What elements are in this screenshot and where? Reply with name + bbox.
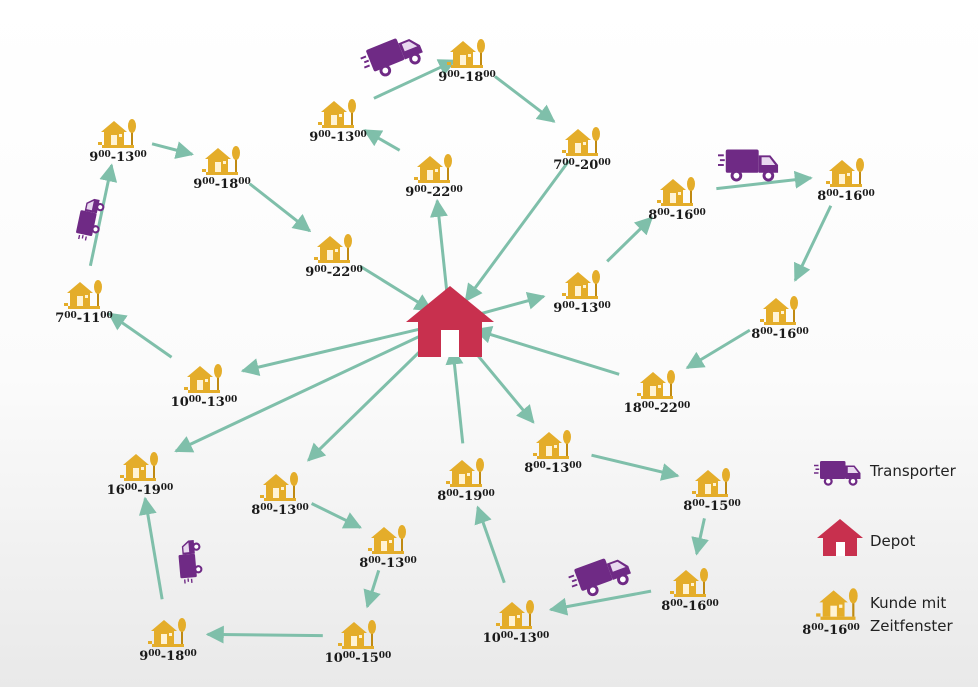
route-arrow-c4-c2 (363, 129, 401, 152)
customer-house-icon (760, 296, 798, 325)
transporter-truck-icon-2 (718, 149, 779, 182)
customer-house-icon (184, 364, 222, 393)
customer-house-icon (414, 154, 452, 183)
route-arrow-c16-c17 (691, 518, 709, 556)
legend-icons (814, 461, 863, 620)
customer-house-icon (637, 370, 675, 399)
time-window-label-c18: 1000-1300 (482, 631, 550, 646)
route-arrow-depot-c21 (307, 339, 433, 462)
customer-house-icon (368, 525, 406, 554)
route-arrow-c6-c7 (248, 182, 312, 233)
customer-house-icon (562, 127, 600, 156)
customer-house-icon (120, 452, 158, 481)
customer-house-icon (64, 280, 102, 309)
route-arrow-c3-depot (464, 159, 571, 303)
route-arrow-c18-c19 (474, 505, 506, 584)
time-window-label-c11: 800-1600 (817, 189, 875, 204)
customer-house-icon (826, 158, 864, 187)
time-window-label-c1: 900-1800 (438, 70, 496, 85)
customer-house-icon (447, 39, 485, 68)
time-window-label-c8: 700-1100 (55, 311, 113, 326)
route-arrow-c7-depot (359, 264, 433, 312)
customer-house-icon (446, 458, 484, 487)
legend-truck-icon (814, 461, 861, 486)
time-window-label-c12: 900-1300 (553, 301, 611, 316)
legend-transporter-label: Transporter (870, 462, 956, 480)
route-arrow-c8-c5 (88, 163, 118, 267)
route-arrow-c19-depot (445, 346, 465, 444)
route-arrow-c5-c6 (151, 141, 194, 159)
transporter-truck-icon-5 (566, 551, 634, 603)
route-arrow-c12-c10 (606, 216, 654, 263)
time-window-label-c2: 900-1300 (309, 130, 367, 145)
customer-house-icon (533, 430, 571, 459)
customer-house-icon (98, 119, 136, 148)
time-window-label-c20: 1600-1900 (106, 483, 174, 498)
customer-house-icon (670, 568, 708, 597)
time-window-label-c22: 800-1300 (359, 556, 417, 571)
legend-house-icon (816, 588, 858, 620)
time-window-label-c4: 900-2200 (405, 185, 463, 200)
route-arrow-c15-c16 (591, 453, 680, 481)
time-window-label-c5: 900-1300 (89, 150, 147, 165)
legend-customer-label-line1: Kunde mit (870, 594, 947, 612)
legend-depot-label: Depot (870, 532, 916, 550)
time-window-label-c23: 1000-1500 (324, 651, 392, 666)
route-arrow-c22-c23 (363, 569, 381, 609)
customer-house-icon (496, 600, 534, 629)
customer-house-icon (657, 177, 695, 206)
time-window-label-c19: 800-1900 (437, 489, 495, 504)
route-arrow-c10-c11 (716, 170, 813, 191)
time-window-label-c15: 800-1300 (524, 461, 582, 476)
route-arrow-depot-c20 (174, 331, 427, 453)
route-arrow-c13-c14 (685, 328, 751, 370)
transporter-truck-icon-4 (177, 539, 204, 584)
transporter-truck-icon-1 (358, 30, 427, 83)
route-arrow-c24-c20 (138, 496, 164, 600)
customer-house-icon (260, 472, 298, 501)
legend-customer-label-line2: Zeitfenster (870, 617, 953, 635)
legend-depot-icon (817, 519, 863, 556)
depot-icon (406, 286, 494, 357)
route-arrow-depot-c9 (240, 326, 425, 376)
customer-house-icon (562, 270, 600, 299)
time-window-label-c7: 900-2200 (305, 265, 363, 280)
route-arrow-c14-depot (473, 325, 620, 376)
customer-house-icon (202, 146, 240, 175)
route-arrow-c1-c3 (494, 75, 556, 123)
time-window-label-c3: 700-2000 (553, 158, 611, 173)
route-arrow-depot-c4 (429, 198, 449, 296)
customer-house-icon (338, 620, 376, 649)
customer-house-icon (314, 234, 352, 263)
route-arrow-depot-c12 (479, 291, 546, 316)
time-window-label-c13: 800-1600 (751, 327, 809, 342)
route-arrow-c23-c24 (205, 625, 323, 644)
customer-house-icon (148, 618, 186, 647)
time-window-label-c16: 800-1500 (683, 499, 741, 514)
time-window-label-c10: 800-1600 (648, 208, 706, 223)
time-window-label-c14: 1800-2200 (623, 401, 691, 416)
customer-house-icon (318, 99, 356, 128)
time-window-label-c6: 900-1800 (193, 177, 251, 192)
time-window-label-c21: 800-1300 (251, 503, 309, 518)
route-arrow-c9-c8 (107, 312, 173, 359)
time-window-label-c17: 800-1600 (661, 599, 719, 614)
customer-house-icon (692, 468, 730, 497)
time-window-label-c24: 900-1800 (139, 649, 197, 664)
time-window-label-c9: 1000-1300 (170, 395, 238, 410)
route-arrow-c17-c18 (548, 589, 652, 616)
route-arrow-c11-c13 (793, 205, 833, 282)
legend-example-time-window: 800-1600 (802, 623, 860, 638)
route-arrow-c2-c1 (373, 59, 457, 100)
route-arrow-c21-c22 (310, 502, 362, 529)
route-arrows (88, 59, 833, 644)
